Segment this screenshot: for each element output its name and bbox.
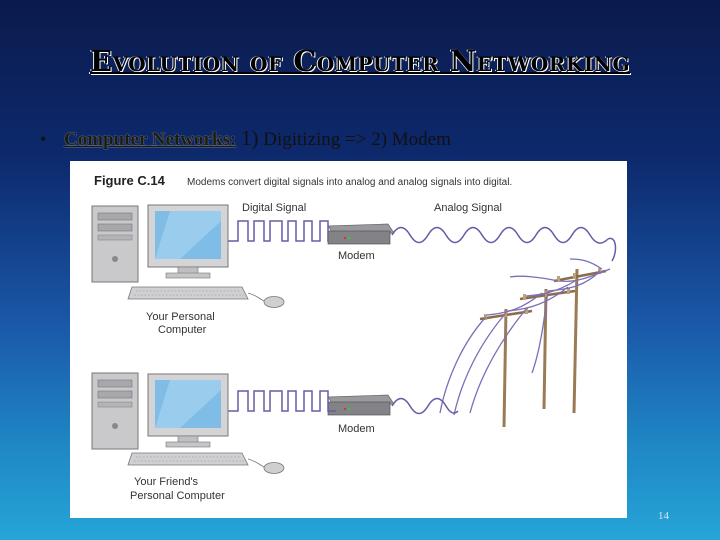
computer-bottom-label-line2: Personal Computer	[130, 490, 225, 502]
bullet-marker: •	[40, 129, 47, 149]
figure-caption: Modems convert digital signals into anal…	[187, 177, 512, 188]
figure-label: Figure C.14	[94, 173, 166, 188]
modem-bottom: Modem	[327, 394, 395, 435]
bullet-heading: Computer Networks:	[64, 129, 237, 150]
modem-bottom-label: Modem	[338, 423, 375, 435]
analog-signal-label: Analog Signal	[434, 202, 502, 214]
analog-signal-top	[391, 226, 609, 244]
page-number: 14	[658, 510, 669, 522]
digital-signal-label: Digital Signal	[242, 202, 306, 214]
computer-top-label-line2: Computer	[158, 324, 207, 336]
mouse	[263, 462, 285, 474]
bullet-step-number: 1)	[240, 126, 259, 150]
utility-poles	[439, 258, 611, 428]
analog-signal-bottom	[391, 397, 459, 415]
modem-top: Modem	[327, 223, 395, 262]
computer-bottom-label-line1: Your Friend's	[134, 476, 199, 488]
bullet-point: • Computer Networks: 1) Digitizing => 2) …	[40, 126, 680, 151]
bullet-step-text: Digitizing => 2) Modem	[263, 129, 451, 150]
modem-diagram: Figure C.14 Modems convert digital signa…	[91, 173, 617, 502]
keyboard	[127, 452, 249, 466]
digital-signal-bottom	[228, 390, 336, 412]
digital-signal-top	[228, 220, 336, 242]
mouse	[263, 296, 285, 308]
keyboard	[127, 286, 249, 300]
computer-top-label-line1: Your Personal	[146, 311, 215, 323]
top-computer: Your Personal Computer	[91, 204, 285, 336]
slide-title: Evolution of Computer Networking	[89, 44, 631, 78]
modem-top-label: Modem	[338, 250, 375, 262]
bottom-computer: Your Friend's Personal Computer	[91, 372, 285, 502]
modem-figure: Figure C.14 Modems convert digital signa…	[70, 161, 627, 518]
